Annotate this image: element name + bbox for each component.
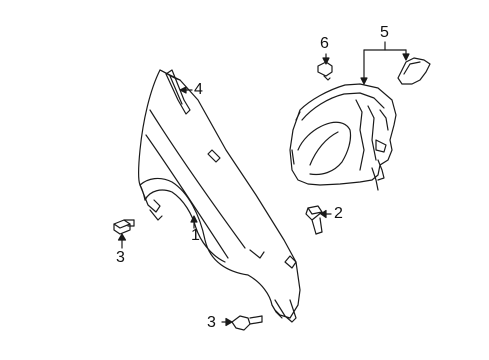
bolt-part-3-bottom: [221, 315, 263, 331]
callout-1: 1: [191, 227, 200, 244]
screw-part-6: [317, 53, 333, 81]
leader-lines: [179, 41, 410, 229]
seal-strip-part: [165, 69, 191, 115]
liner-shield-part: [397, 57, 431, 85]
fender-part: [137, 69, 301, 323]
bolt-part-2: [305, 205, 332, 235]
callout-4: 4: [194, 81, 203, 98]
callout-3-left: 3: [116, 249, 125, 266]
bolt-part-3-left: [113, 219, 135, 249]
callout-5: 5: [380, 24, 389, 41]
fender-liner-part: [289, 83, 397, 191]
callout-2: 2: [334, 205, 343, 222]
callout-6: 6: [320, 35, 329, 52]
callout-3-bottom: 3: [207, 314, 216, 331]
